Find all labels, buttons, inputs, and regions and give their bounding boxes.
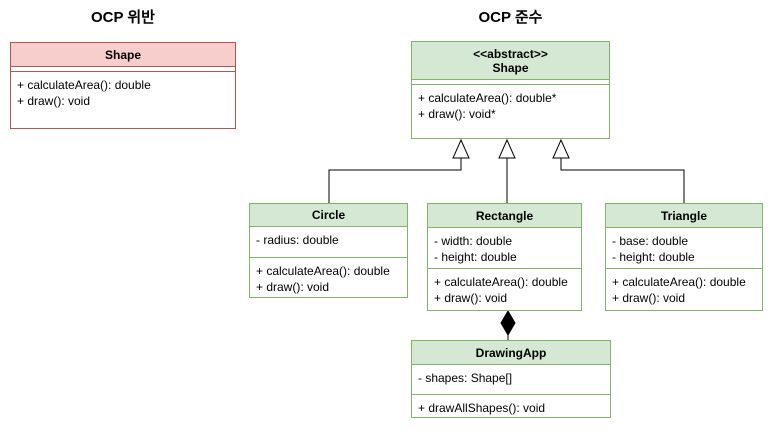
class-header: Triangle — [606, 204, 762, 228]
title-ocp-compliance: OCP 준수 — [478, 9, 543, 26]
methods-section: + drawAllShapes(): void — [412, 395, 610, 417]
method: + calculateArea(): double — [256, 264, 390, 278]
method: + draw(): void — [612, 291, 686, 305]
class-stereotype: <<abstract>> — [473, 46, 548, 61]
generalization-line-circle-to-shape — [328, 158, 462, 203]
class-header: <<abstract>> Shape — [412, 42, 609, 80]
class-triangle[interactable]: Triangle - base: double - height: double… — [605, 203, 763, 311]
attributes-section: - shapes: Shape[] — [412, 365, 610, 395]
method: + draw(): void — [17, 94, 91, 108]
class-name: Shape — [492, 60, 529, 75]
method: + draw(): void — [434, 291, 508, 305]
attributes-section: - width: double - height: double — [428, 228, 581, 269]
title-ocp-violation: OCP 위반 — [90, 9, 155, 26]
class-header: Shape — [11, 43, 235, 67]
methods-section: + calculateArea(): double + draw(): void — [11, 72, 235, 128]
empty-attributes-section — [412, 80, 609, 85]
method: + calculateArea(): double — [612, 275, 746, 289]
method: + calculateArea(): double — [17, 78, 151, 92]
attribute: - height: double — [434, 250, 517, 264]
inheritance-arrowhead-icon — [498, 138, 516, 159]
class-drawingapp[interactable]: DrawingApp - shapes: Shape[] + drawAllSh… — [411, 340, 611, 418]
inheritance-arrowhead-icon — [552, 138, 570, 159]
class-shape-violation[interactable]: Shape + calculateArea(): double + draw()… — [10, 42, 236, 129]
method: + calculateArea(): double — [434, 275, 568, 289]
method: + draw(): void — [256, 280, 330, 294]
empty-attributes-section — [11, 67, 235, 72]
attribute: - width: double — [434, 234, 513, 248]
class-name: Shape — [104, 47, 141, 62]
class-name: Circle — [311, 208, 346, 222]
class-header: DrawingApp — [412, 341, 610, 365]
attribute: - radius: double — [256, 233, 339, 247]
class-rectangle[interactable]: Rectangle - width: double - height: doub… — [427, 203, 582, 311]
class-name: DrawingApp — [475, 345, 547, 360]
class-name: Rectangle — [475, 208, 534, 223]
methods-section: + calculateArea(): double + draw(): void — [428, 269, 581, 310]
class-header: Rectangle — [428, 204, 581, 228]
methods-section: + calculateArea(): double* + draw(): voi… — [412, 85, 609, 138]
class-header: Circle — [250, 204, 407, 227]
composition-diamond-icon — [500, 310, 516, 336]
attribute: - base: double — [612, 234, 689, 248]
generalization-line-triangle-to-shape — [560, 158, 685, 203]
attributes-section: - radius: double — [250, 227, 407, 258]
method: + calculateArea(): double* — [418, 91, 557, 105]
class-shape-abstract[interactable]: <<abstract>> Shape + calculateArea(): do… — [411, 41, 610, 139]
class-name: Triangle — [660, 208, 707, 223]
method: + drawAllShapes(): void — [418, 401, 546, 415]
methods-section: + calculateArea(): double + draw(): void — [606, 269, 762, 310]
method: + draw(): void* — [418, 107, 496, 121]
inheritance-arrowhead-icon — [452, 138, 470, 159]
class-circle[interactable]: Circle - radius: double + calculateArea(… — [249, 203, 408, 298]
methods-section: + calculateArea(): double + draw(): void — [250, 258, 407, 297]
attribute: - shapes: Shape[] — [418, 371, 513, 385]
attribute: - height: double — [612, 250, 695, 264]
attributes-section: - base: double - height: double — [606, 228, 762, 269]
